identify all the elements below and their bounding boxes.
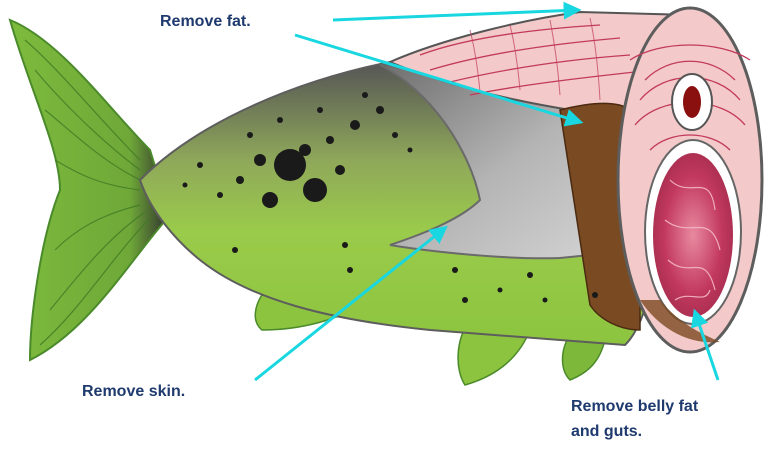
label-remove-belly-fat-line2: and guts. <box>571 421 642 443</box>
guts <box>653 153 733 317</box>
label-remove-fat: Remove fat. <box>160 11 251 33</box>
label-remove-skin: Remove skin. <box>82 381 185 403</box>
label-remove-belly-fat-line1: Remove belly fat <box>571 396 698 418</box>
